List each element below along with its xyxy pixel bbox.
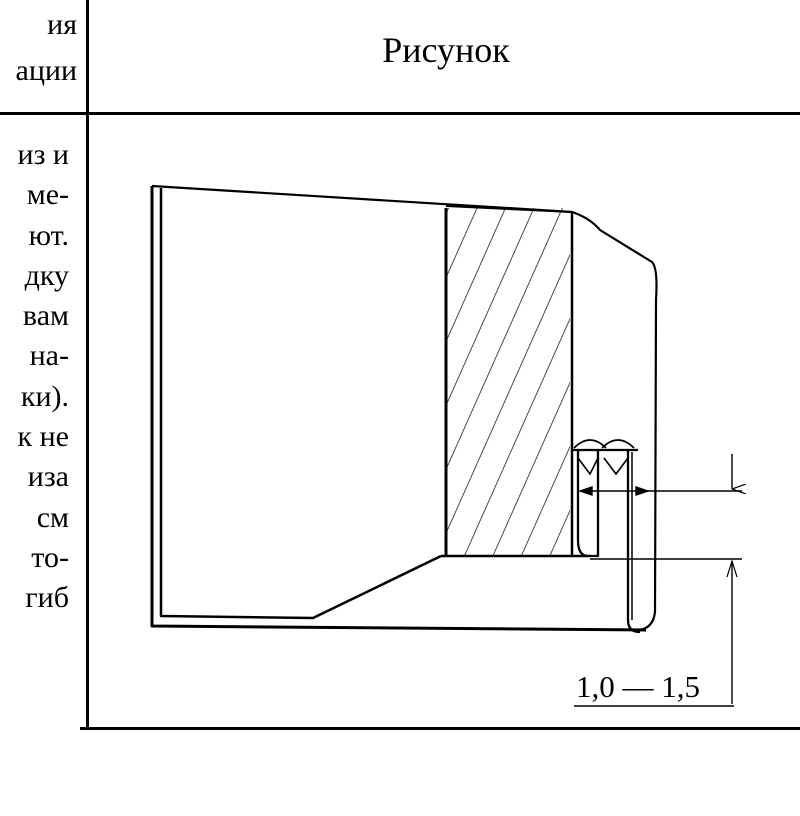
body-line: вам xyxy=(22,299,69,333)
body-line: гиб xyxy=(25,581,69,615)
header-left-cell: ия ации xyxy=(16,2,77,94)
dimension-horizontal xyxy=(577,486,742,496)
header-left-line: ации xyxy=(15,54,77,87)
body-line: см xyxy=(36,500,69,534)
flange-bend xyxy=(572,448,641,634)
body-line: дку xyxy=(24,258,69,292)
body-line: иза xyxy=(27,460,69,494)
body-text-column: из и ме- ют. дку вам на- ки). к не иза с… xyxy=(18,135,69,619)
body-line: на- xyxy=(29,339,69,373)
body-line: ме- xyxy=(26,178,69,212)
body-line: к не xyxy=(17,420,69,454)
table-vertical-divider xyxy=(86,0,89,730)
body-line: ки). xyxy=(20,379,69,413)
dimension-label: 1,0 — 1,5 xyxy=(576,669,700,704)
body-line: из и xyxy=(17,138,69,171)
table-bottom-rule xyxy=(80,727,800,730)
part-outline xyxy=(150,184,658,632)
section-border xyxy=(441,205,590,558)
weld-symbol xyxy=(573,439,635,476)
body-line: ют. xyxy=(28,218,69,252)
dimension-vertical xyxy=(574,454,742,707)
hatched-section xyxy=(446,208,570,556)
table-header-rule xyxy=(0,112,800,115)
header-left-line: ия xyxy=(47,8,77,41)
header-title-risunok: Рисунок xyxy=(382,30,510,70)
body-line: то- xyxy=(31,540,69,574)
